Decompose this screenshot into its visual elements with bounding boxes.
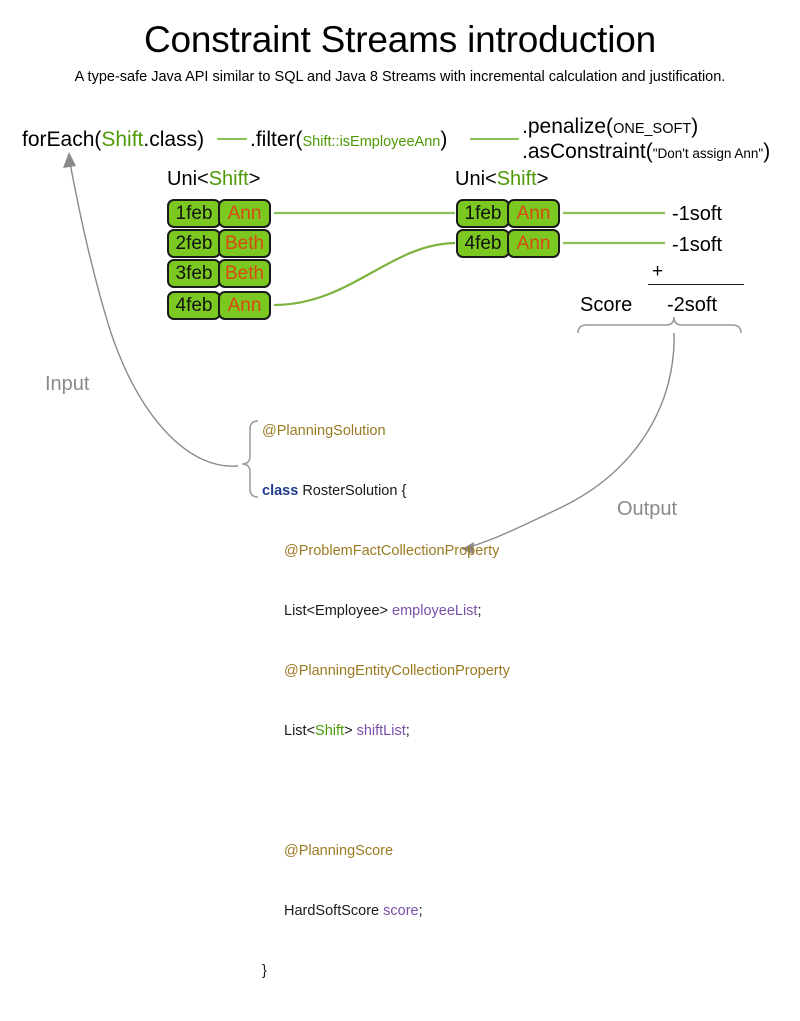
uni-right-prefix: Uni< (455, 168, 497, 190)
code-annotation: @PlanningScore (284, 843, 394, 859)
tuple-date: 1feb (167, 199, 221, 228)
filter-suffix: ) (440, 128, 448, 151)
code-line-field: HardSoftScore score; (262, 901, 510, 921)
asconstraint-arg: "Don't assign Ann" (652, 146, 764, 161)
code-line-annotation: @PlanningScore (262, 841, 510, 861)
uni-right-type: Shift (496, 168, 537, 190)
link-left4-right2 (273, 241, 456, 307)
code-field-type: HardSoftScore (284, 903, 384, 919)
diagram-canvas: Constraint Streams introduction A type-s… (22, 19, 770, 979)
penalize-prefix: .penalize( (522, 115, 614, 138)
input-arrow-head (63, 152, 76, 168)
uni-left-suffix: > (248, 168, 261, 190)
tuple-employee: Beth (218, 229, 271, 258)
sum-rule-line (648, 284, 744, 285)
code-line-blank (262, 781, 510, 801)
code-annotation: @PlanningSolution (262, 423, 386, 439)
penalty-value-2: -1soft (672, 234, 723, 256)
score-label: Score (580, 294, 633, 316)
penalize-suffix: ) (691, 115, 699, 138)
java-code-block: @PlanningSolution class RosterSolution {… (262, 381, 510, 1021)
code-line-field: List<Shift> shiftList; (262, 721, 510, 741)
code-annotation: @PlanningEntityCollectionProperty (284, 663, 510, 679)
tuple-row[interactable]: 1feb Ann (167, 199, 271, 228)
tuple-employee: Ann (218, 199, 271, 228)
tuple-employee: Ann (218, 291, 271, 320)
code-field-name: score (383, 903, 419, 919)
code-line-annotation: @PlanningSolution (262, 421, 510, 441)
foreach-suffix: .class) (143, 128, 205, 151)
tuple-employee: Beth (218, 259, 271, 288)
code-field-type-post: > (344, 723, 357, 739)
uni-right-suffix: > (536, 168, 549, 190)
tuple-date: 1feb (456, 199, 510, 228)
score-total-value: -2soft (667, 294, 718, 316)
code-field-name: shiftList (356, 723, 406, 739)
tuple-employee: Ann (507, 229, 560, 258)
code-line-annotation: @PlanningEntityCollectionProperty (262, 661, 510, 681)
foreach-expression: forEach(Shift.class) (22, 128, 204, 152)
penalty-value-1: -1soft (672, 203, 723, 225)
filter-prefix: .filter( (250, 128, 303, 151)
tuple-row[interactable]: 4feb Ann (167, 291, 271, 320)
tuple-row[interactable]: 2feb Beth (167, 229, 271, 258)
code-field-tail: ; (418, 903, 423, 919)
foreach-prefix: forEach( (22, 128, 102, 151)
code-field-tail: ; (405, 723, 410, 739)
tuple-date: 4feb (167, 291, 221, 320)
uni-left-prefix: Uni< (167, 168, 209, 190)
code-field-tail: ; (477, 603, 482, 619)
penalize-arg: ONE_SOFT (613, 121, 692, 137)
code-field-type: List< (284, 723, 316, 739)
tuple-date: 2feb (167, 229, 221, 258)
tuple-row[interactable]: 1feb Ann (456, 199, 560, 228)
uni-label-left: Uni<Shift> (167, 167, 260, 191)
sum-operator: + (652, 261, 664, 282)
tuple-date: 4feb (456, 229, 510, 258)
asconstraint-prefix: .asConstraint( (522, 140, 653, 163)
penalize-expression: .penalize(ONE_SOFT) (522, 115, 698, 141)
asconstraint-expression: .asConstraint("Don't assign Ann") (522, 140, 770, 166)
code-generic-type: Shift (315, 723, 345, 739)
score-sum-brace (577, 316, 742, 334)
code-line-annotation: @ProblemFactCollectionProperty (262, 541, 510, 561)
code-class-name: RosterSolution { (298, 483, 407, 499)
asconstraint-suffix: ) (763, 140, 771, 163)
uni-left-type: Shift (208, 168, 249, 190)
code-field-type: List<Employee> (284, 603, 393, 619)
tuple-employee: Ann (507, 199, 560, 228)
filter-expression: .filter(Shift::isEmployeeAnn) (250, 128, 447, 154)
page-title: Constraint Streams introduction (143, 19, 657, 60)
tuple-row[interactable]: 4feb Ann (456, 229, 560, 258)
code-line-class: class RosterSolution { (262, 481, 510, 501)
code-line-close: } (262, 963, 267, 979)
code-keyword: class (262, 483, 299, 499)
page-subtitle: A type-safe Java API similar to SQL and … (74, 69, 726, 85)
filter-arg: Shift::isEmployeeAnn (302, 134, 441, 150)
output-label: Output (617, 498, 678, 520)
code-annotation: @ProblemFactCollectionProperty (284, 543, 500, 559)
code-fields-brace (241, 420, 259, 498)
foreach-type: Shift (101, 128, 144, 151)
tuple-date: 3feb (167, 259, 221, 288)
tuple-row[interactable]: 3feb Beth (167, 259, 271, 288)
code-line-field: List<Employee> employeeList; (262, 601, 510, 621)
input-label: Input (45, 373, 90, 395)
code-field-name: employeeList (392, 603, 478, 619)
uni-label-right: Uni<Shift> (455, 167, 548, 191)
